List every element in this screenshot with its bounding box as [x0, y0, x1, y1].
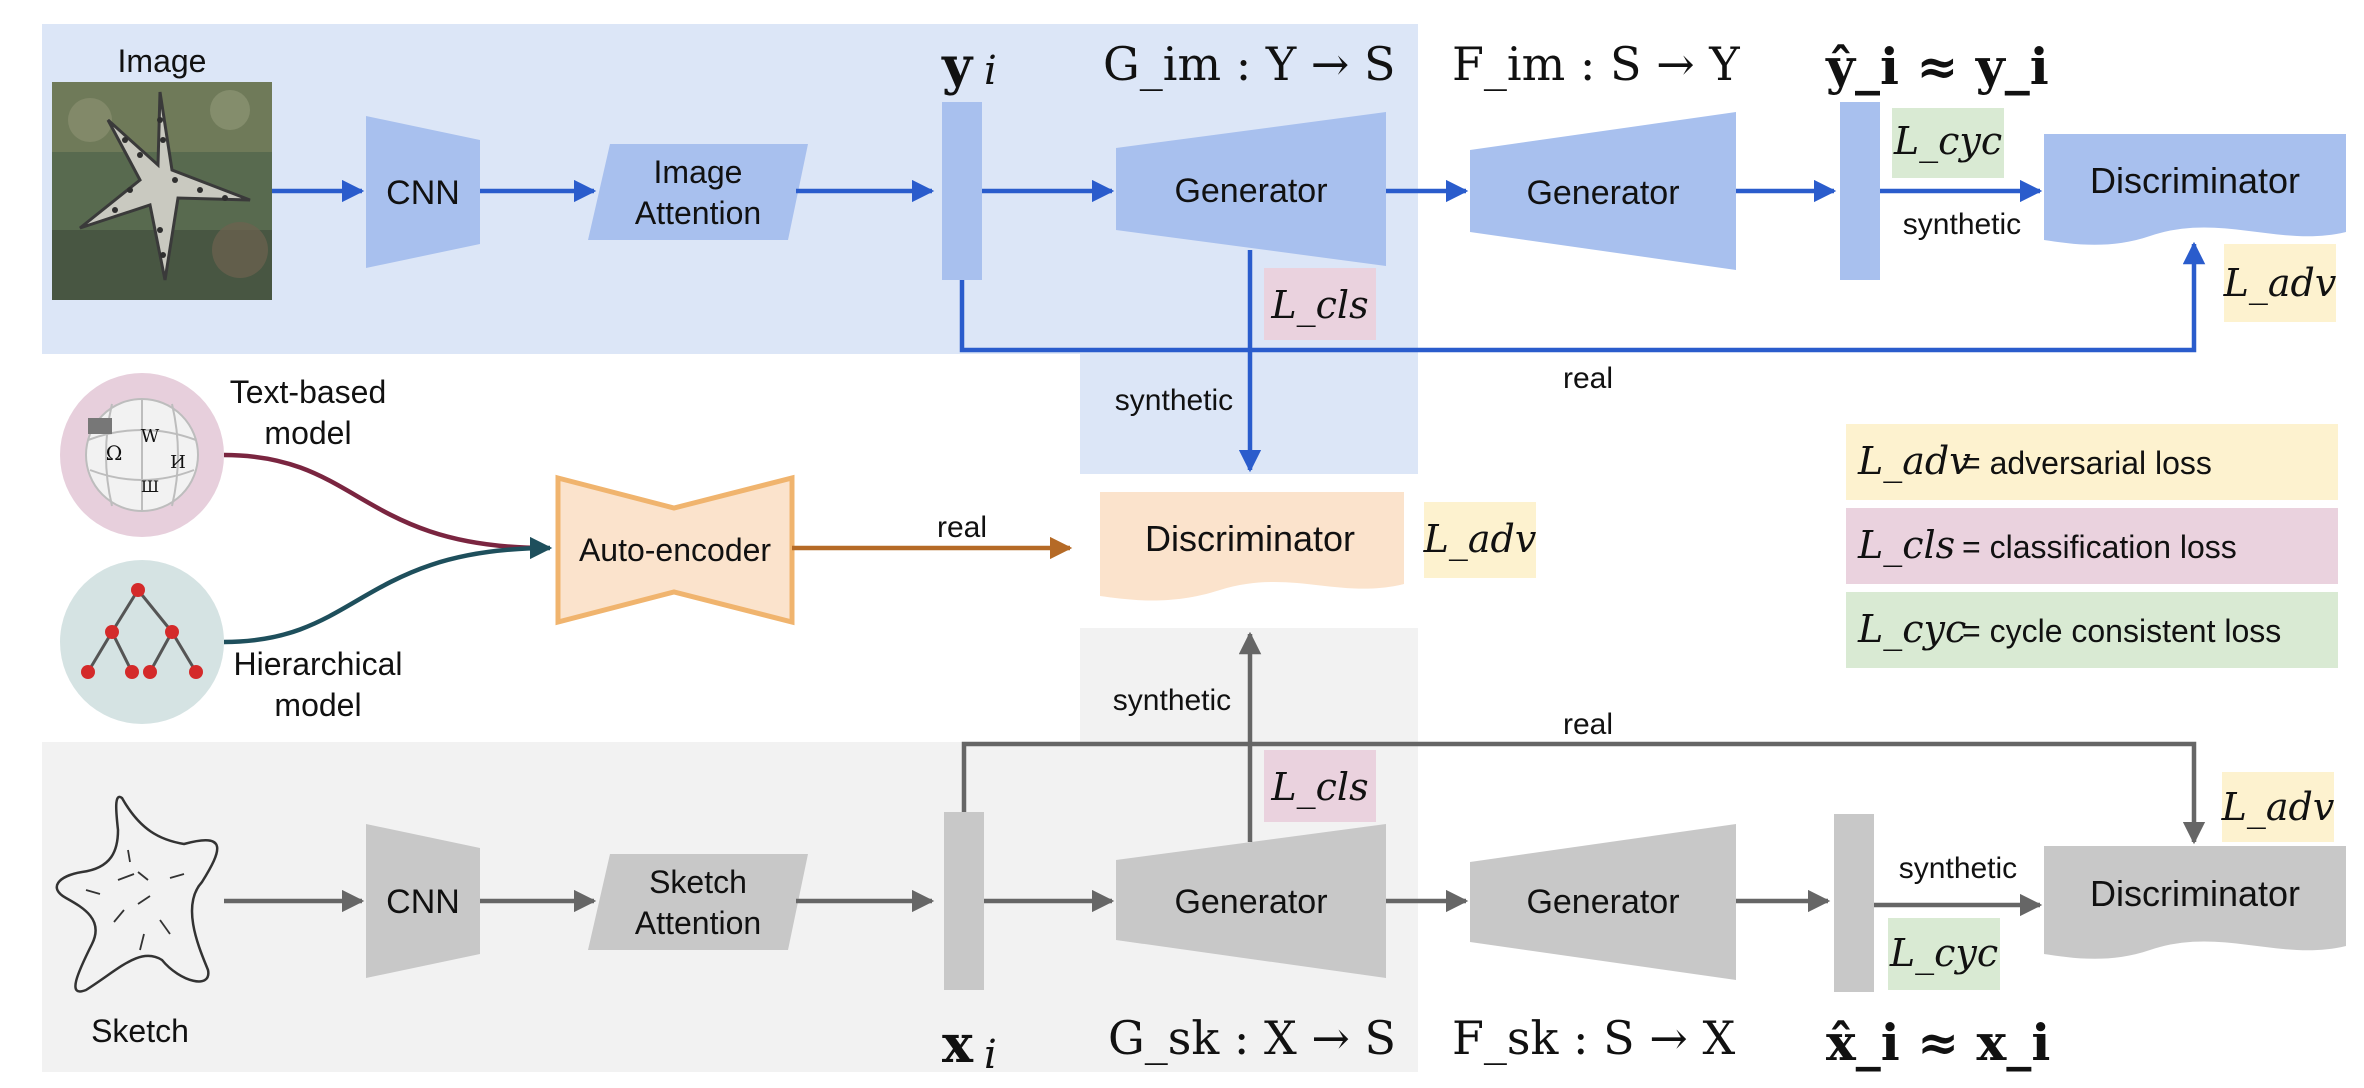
sketch-feature-subscript: i	[984, 1032, 997, 1078]
legend-cls-row	[1846, 508, 2338, 584]
image-attention-label-line1: Image	[654, 154, 743, 190]
semantic-adv-loss-badge	[1424, 502, 1536, 578]
sketch-label: Sketch	[91, 1013, 189, 1049]
hierarchy-tree-icon	[60, 560, 224, 724]
image-generator-g-label: Generator	[1174, 172, 1327, 210]
image-adv-loss-text: L_adv	[2223, 261, 2337, 306]
wiki-glyph-3: И	[170, 452, 186, 473]
autoencoder-label: Auto-encoder	[579, 532, 771, 568]
legend: L_adv = adversarial loss L_cls = classif…	[1846, 424, 2338, 668]
legend-cls-text: = classification loss	[1962, 529, 2237, 565]
sketch-attention-label-line2: Attention	[635, 905, 761, 941]
image-synthetic-label-down: synthetic	[1115, 384, 1233, 417]
image-adv-loss-badge	[2224, 244, 2336, 322]
semantic-discriminator-label: Discriminator	[1145, 518, 1355, 559]
starfish-photo	[52, 82, 272, 300]
legend-adv-text: = adversarial loss	[1962, 445, 2212, 481]
image-cnn-block	[366, 116, 480, 268]
legend-cyc-row	[1846, 592, 2338, 668]
sketch-feature-vector	[944, 812, 984, 990]
sketch-real-label: real	[1563, 708, 1613, 741]
image-discriminator-label: Discriminator	[2090, 160, 2300, 201]
image-generator-f-label: Generator	[1526, 174, 1679, 212]
semantic-real-label: real	[937, 511, 987, 544]
sketch-discriminator-label: Discriminator	[2090, 873, 2300, 914]
hier-model-curve	[223, 536, 553, 645]
legend-cyc-text: = cycle consistent loss	[1962, 613, 2281, 649]
sketch-generator-f-math: F_sk : S → X	[1452, 1011, 1735, 1065]
semantic-adv-loss-text: L_adv	[1423, 517, 1537, 562]
image-feature-symbol: y	[941, 36, 974, 97]
sketch-attention-block	[588, 854, 808, 950]
image-discriminator-block	[2044, 134, 2346, 245]
sketch-discriminator-block	[2044, 846, 2346, 959]
image-label: Image	[118, 43, 207, 79]
image-cls-loss-text: L_cls	[1270, 283, 1368, 328]
wiki-glyph-1: Ω	[106, 441, 123, 465]
sketch-cnn-label: CNN	[386, 883, 460, 921]
text-model-curve	[223, 452, 547, 551]
image-cyc-loss-badge	[1892, 108, 2004, 178]
sketch-generator-g-math: G_sk : X → S	[1108, 1011, 1396, 1065]
image-real-label: real	[1563, 362, 1613, 395]
wiki-glyph-4: Ш	[141, 477, 159, 496]
semantic-discriminator-block	[1100, 492, 1404, 601]
legend-adv-row	[1846, 424, 2338, 500]
image-cnn-label: CNN	[386, 174, 460, 212]
autoencoder-block	[555, 474, 795, 626]
sketch-generator-f-block	[1470, 824, 1736, 980]
image-synthetic-label-right: synthetic	[1903, 208, 2021, 241]
image-attention-block	[588, 144, 808, 240]
text-model-label-line2: model	[264, 415, 351, 451]
wiki-glyph-2: W	[141, 426, 160, 447]
image-generator-f-math: F_im : S → Y	[1452, 37, 1740, 91]
sketch-adv-loss-text: L_adv	[2221, 785, 2335, 830]
image-reconstruction-vector	[1840, 102, 1880, 280]
image-cyc-loss-text: L_cyc	[1893, 119, 2002, 164]
sketch-cls-loss-text: L_cls	[1270, 765, 1368, 810]
sketch-cyc-loss-text: L_cyc	[1889, 931, 1998, 976]
image-generator-f-block	[1470, 112, 1736, 270]
sketch-reconstruction-math: x̂_i ≈ x_i	[1826, 1013, 2050, 1072]
image-cls-loss-badge	[1264, 268, 1376, 340]
legend-cyc-symbol: L_cyc	[1857, 607, 1966, 652]
sketch-cls-loss-badge	[1264, 750, 1376, 822]
arrow-sketch-real-path	[961, 741, 2206, 845]
sketch-cnn-block	[366, 824, 480, 978]
wikipedia-globe-icon: Ω W И Ш	[60, 373, 224, 537]
sketch-attention-label-line1: Sketch	[649, 864, 747, 900]
sketch-cyc-loss-badge	[1888, 918, 2000, 990]
sketch-synthetic-label-right: synthetic	[1899, 852, 2017, 885]
image-feature-vector	[942, 102, 982, 280]
sketch-synthetic-label-up: synthetic	[1113, 684, 1231, 717]
sketch-generator-f-label: Generator	[1526, 883, 1679, 921]
legend-adv-symbol: L_adv	[1857, 439, 1971, 484]
sketch-feature-symbol: x	[942, 1014, 974, 1075]
sketch-generator-g-block	[1116, 824, 1386, 978]
hier-model-label-line2: model	[274, 687, 361, 723]
arrow-image-real-path	[959, 241, 2206, 353]
starfish-sketch-icon	[55, 795, 219, 993]
image-reconstruction-math: ŷ_i ≈ y_i	[1825, 37, 2049, 96]
image-generator-g-block	[1116, 112, 1386, 266]
image-feature-subscript: i	[984, 48, 997, 94]
sketch-adv-loss-badge	[2222, 772, 2334, 842]
legend-cls-symbol: L_cls	[1857, 523, 1955, 568]
hier-model-label-line1: Hierarchical	[234, 646, 403, 682]
sketch-generator-g-label: Generator	[1174, 883, 1327, 921]
image-attention-label-line2: Attention	[635, 195, 761, 231]
image-generator-g-math: G_im : Y → S	[1103, 37, 1396, 91]
sketch-reconstruction-vector	[1834, 814, 1874, 992]
text-model-label-line1: Text-based	[230, 374, 387, 410]
